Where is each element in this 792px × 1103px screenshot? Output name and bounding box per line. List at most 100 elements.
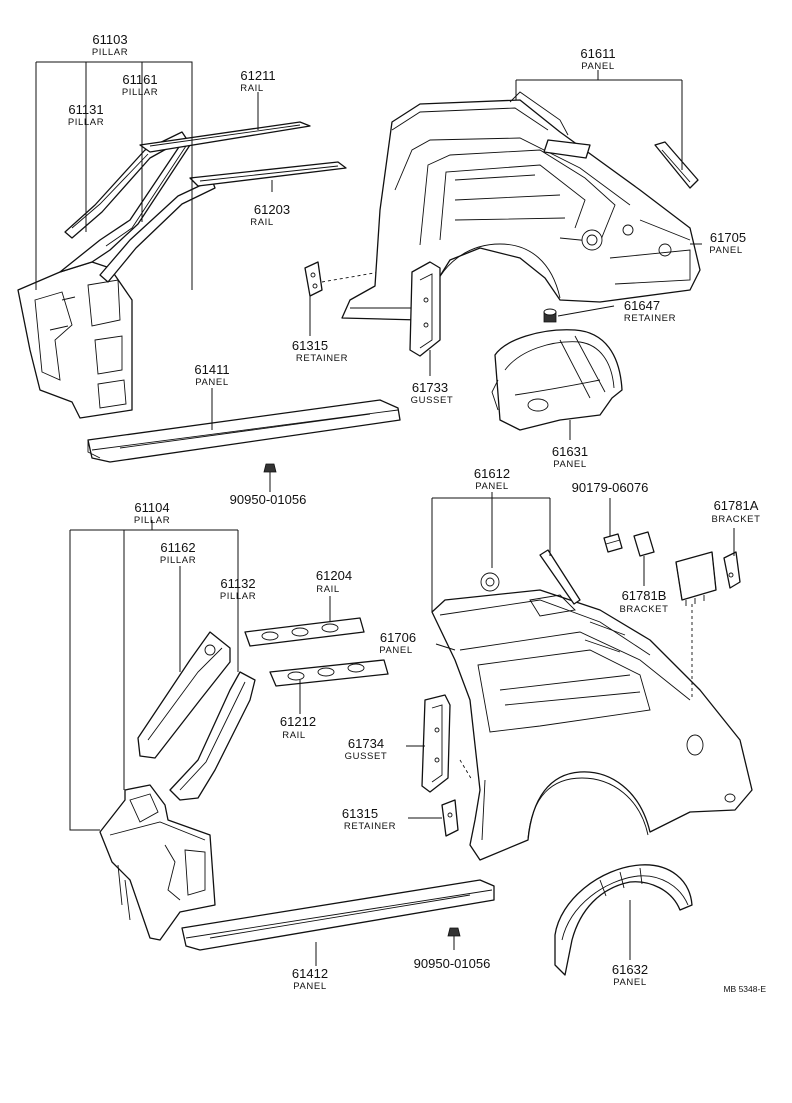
callout-61631: 61631 PANEL — [552, 444, 588, 470]
callout-61315-lower: 61315 RETAINER — [342, 806, 396, 832]
part-name: PANEL — [553, 459, 586, 470]
part-name: RAIL — [240, 83, 264, 94]
callout-61647: 61647 RETAINER — [624, 298, 676, 324]
part-name: PILLAR — [160, 555, 196, 566]
part-name: PANEL — [475, 481, 508, 492]
clip-90179 — [603, 533, 623, 553]
part-number: 61611 — [580, 46, 615, 61]
callout-61104: 61104 PILLAR — [134, 500, 170, 526]
callout-bolt-lower: 90950-01056 — [414, 956, 491, 971]
panel-61611-piece — [654, 141, 699, 189]
rail-61203 — [189, 161, 347, 187]
bolt-90950-upper — [263, 463, 277, 473]
part-number: 61706 — [380, 630, 416, 645]
callout-61212: 61212 RAIL — [280, 714, 316, 741]
part-number: 61631 — [552, 444, 588, 459]
gusset-61734 — [421, 694, 451, 793]
part-number: 61211 — [240, 68, 275, 83]
rail-61211 — [139, 121, 311, 153]
part-name: BRACKET — [619, 604, 668, 615]
part-name: PILLAR — [220, 591, 256, 602]
part-name: PANEL — [293, 981, 326, 992]
part-name: PILLAR — [122, 87, 158, 98]
callout-61781b: 61781B BRACKET — [619, 588, 668, 615]
part-number: 90950-01056 — [230, 492, 307, 507]
part-name: PANEL — [709, 245, 742, 256]
callout-61315-upper: 61315 RETAINER — [292, 338, 348, 364]
callout-61734: 61734 GUSSET — [345, 736, 388, 762]
front-pillar-upper — [17, 131, 216, 419]
part-number: 61632 — [612, 962, 648, 977]
callout-61103: 61103 PILLAR — [92, 32, 128, 58]
part-name: GUSSET — [345, 751, 388, 762]
part-number: 61705 — [710, 230, 746, 245]
module-box — [675, 551, 717, 606]
callout-61162: 61162 PILLAR — [160, 540, 196, 566]
part-number: 61412 — [292, 966, 328, 981]
part-name: BRACKET — [711, 514, 760, 525]
part-name: PILLAR — [134, 515, 170, 526]
part-number: 90950-01056 — [414, 956, 491, 971]
bracket-61781b — [633, 531, 655, 557]
rail-61204 — [244, 617, 365, 647]
callout-61203: 61203 RAIL — [250, 202, 290, 228]
callout-61204: 61204 RAIL — [316, 568, 352, 595]
part-number: 61781B — [622, 588, 667, 603]
part-name: PANEL — [379, 645, 412, 656]
part-name: GUSSET — [411, 395, 454, 406]
part-number: 61161 — [122, 72, 157, 87]
part-name: PILLAR — [68, 117, 104, 128]
callout-61611: 61611 PANEL — [580, 46, 615, 72]
part-number: 90179-06076 — [572, 480, 649, 495]
retainer-61315-upper — [304, 261, 381, 297]
diagram-code: MB 5348-E — [723, 984, 766, 994]
part-number: 61411 — [194, 362, 229, 377]
callout-61706: 61706 PANEL — [379, 630, 416, 656]
part-name: RETAINER — [624, 313, 676, 324]
quarter-panel-upper — [341, 91, 701, 321]
part-number: 61203 — [254, 202, 290, 217]
quarter-panel-lower — [431, 549, 753, 861]
retainer-61315-lower — [441, 759, 473, 837]
callout-61131: 61131 PILLAR — [68, 102, 104, 128]
callout-61132: 61132 PILLAR — [220, 576, 256, 602]
part-name: RAIL — [282, 730, 306, 741]
rocker-panel-61411 — [87, 399, 401, 463]
part-number: 61104 — [134, 500, 169, 515]
callout-61612: 61612 PANEL — [474, 466, 510, 492]
bracket-61781a — [723, 551, 741, 589]
part-name: PILLAR — [92, 47, 128, 58]
part-name: PANEL — [195, 377, 228, 388]
callout-61705: 61705 PANEL — [709, 230, 746, 256]
callout-bolt-upper: 90950-01056 — [230, 492, 307, 507]
rocker-panel-61412 — [181, 879, 495, 951]
part-number: 61131 — [68, 102, 103, 117]
part-name: PANEL — [581, 61, 614, 72]
bolt-90950-lower — [447, 927, 461, 937]
front-pillar-lower — [99, 631, 256, 941]
callout-61781a: 61781A BRACKET — [711, 498, 760, 525]
part-name: PANEL — [613, 977, 646, 988]
part-number: 61162 — [160, 540, 195, 555]
part-name: RAIL — [250, 217, 274, 228]
part-number: 61781A — [714, 498, 759, 513]
part-number: 61315 — [292, 338, 328, 353]
part-number: 61612 — [474, 466, 510, 481]
callout-61161: 61161 PILLAR — [122, 72, 158, 98]
part-number: 61734 — [348, 736, 384, 751]
rail-61212 — [269, 659, 389, 687]
part-number: 61733 — [412, 380, 448, 395]
part-number: 61103 — [92, 32, 127, 47]
wheelhouse-61632 — [554, 864, 693, 976]
leader-lines — [35, 61, 735, 966]
part-number: 61204 — [316, 568, 352, 583]
retainer-61647 — [543, 308, 557, 323]
part-number: 61212 — [280, 714, 316, 729]
callout-61412: 61412 PANEL — [292, 966, 328, 992]
callout-61211: 61211 RAIL — [240, 68, 275, 94]
part-name: RAIL — [316, 584, 340, 595]
part-number: 61315 — [342, 806, 378, 821]
callout-bolt-90179: 90179-06076 — [572, 480, 649, 495]
